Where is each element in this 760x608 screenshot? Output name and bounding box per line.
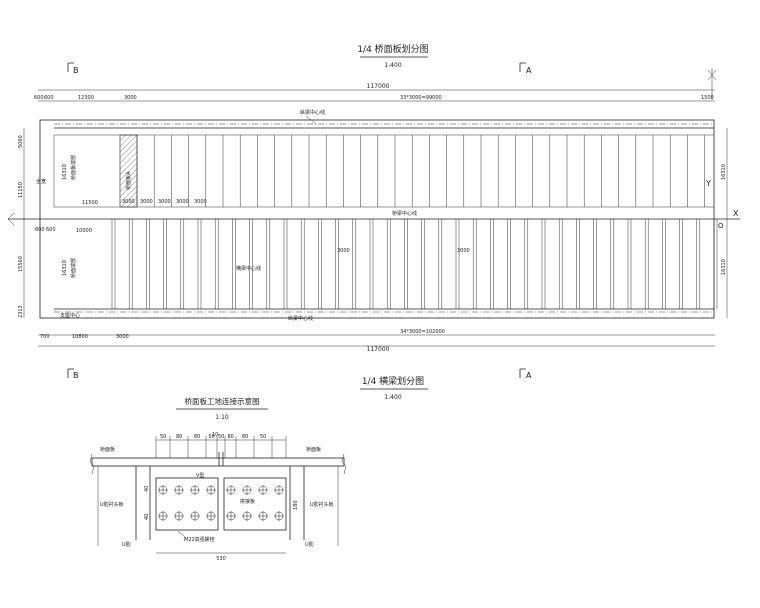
break-line-right — [341, 453, 347, 475]
label-panel-end: 桥面板端部 — [70, 155, 77, 180]
detail-vdim-1: 40 — [144, 486, 150, 492]
panel-width-4: 3000 — [176, 199, 189, 205]
top-dim-33x3000: 33*3000=99000 — [400, 95, 442, 101]
left-axis-arrow-icon — [7, 212, 15, 226]
mid-dim-3000a: 3000 — [337, 248, 350, 254]
detail-dim-value: 80 — [194, 434, 200, 440]
section-marker-a-top — [519, 62, 526, 72]
label-cross-beam-center: 横梁中心线 — [236, 265, 261, 272]
label-full-width: 全宽 — [36, 178, 46, 185]
section-marker-b-bottom — [67, 368, 74, 378]
inner-dim-16310a: 16310 — [62, 164, 68, 180]
label-deck-end: 桥面端部 — [70, 258, 77, 278]
section-label-b-top: B — [73, 66, 79, 75]
panel-a-hatched — [119, 134, 138, 208]
detail-width: 530 — [216, 556, 226, 562]
label-u-rib-right: U肋 — [305, 541, 314, 548]
splice-plate-right — [223, 477, 287, 531]
lower-panel-grid — [111, 219, 718, 309]
label-weld: V型 — [196, 472, 204, 479]
label-deck-right: 桥面板 — [306, 446, 321, 453]
section-label-a-bottom: A — [526, 371, 532, 380]
detail-gap: 10 — [212, 432, 218, 438]
label-support-center: 支座中心 — [60, 312, 80, 319]
bolt-pattern — [158, 485, 284, 521]
overall-length-bottom: 117000 — [367, 346, 390, 353]
detail-dim-value: 50 — [209, 434, 215, 440]
inner-dim-600a: 600 — [35, 227, 45, 233]
label-splice-plate: 拼接板 — [240, 498, 255, 505]
label-centerline-bottom: 纵梁中心线 — [288, 315, 313, 322]
label-bolt: M22高强螺栓 — [184, 536, 215, 543]
label-centerline-top: 纵梁中心线 — [300, 109, 325, 116]
bottom-dim-700: 700 — [40, 334, 50, 340]
section-marker-b-top — [67, 62, 74, 72]
inner-dim-10000: 10000 — [76, 228, 92, 234]
break-line-left — [89, 453, 95, 475]
x-axis-label: X — [733, 209, 739, 218]
section-label-a-top: A — [526, 66, 532, 75]
label-panel-a: 桥面板A — [125, 171, 132, 190]
detail-dim-value: 80 — [242, 434, 248, 440]
detail-dim-value: 50 — [260, 434, 266, 440]
upper-panel-grid — [53, 134, 714, 208]
panel-width-5: 3000 — [194, 199, 207, 205]
detail-vdim-2: 40 — [144, 514, 150, 520]
y-axis-label: Y — [705, 179, 711, 188]
top-plan-scale: 1:400 — [384, 62, 401, 69]
north-arrow-icon — [707, 68, 717, 100]
panel-width-3: 3000 — [158, 199, 171, 205]
deck-plate — [91, 457, 345, 467]
top-plan-title: 1/4 桥面板划分图 — [357, 43, 428, 55]
detail-dim-value: 50 — [160, 434, 166, 440]
panel-width-1: 3000 — [122, 199, 135, 205]
origin-label: O — [718, 222, 724, 230]
label-deck-left: 桥面板 — [100, 446, 115, 453]
splice-plate-left — [155, 477, 219, 531]
detail-dim-value: 80 — [176, 434, 182, 440]
top-dim-600b: 600 — [44, 95, 54, 101]
left-dim-11150: 11150 — [18, 182, 24, 198]
inner-dim-600b: 600 — [46, 227, 56, 233]
label-bridge-centerline: 桥梁中心线 — [392, 210, 417, 217]
inner-dim-16310b: 16310 — [62, 260, 68, 276]
top-dim-600a: 600 — [34, 95, 44, 101]
left-dim-15560: 15560 — [18, 256, 24, 272]
detail-title: 桥面板工地连接示意图 — [185, 396, 260, 406]
beam-plan-scale: 1:400 — [384, 394, 401, 401]
top-dim-3000: 3000 — [124, 95, 137, 101]
left-dim-2313: 2313 — [18, 305, 24, 318]
top-dim-1500: 1500 — [701, 95, 714, 101]
bottom-dim-10800: 10800 — [72, 334, 88, 340]
right-dim-16310b: 16310 — [721, 259, 727, 275]
panel-width-2: 3000 — [140, 199, 153, 205]
bottom-dim-3000: 3000 — [116, 334, 129, 340]
detail-dim-value: 50 — [218, 434, 224, 440]
detail-height: 180 — [293, 500, 299, 510]
mid-dim-3000b: 3000 — [457, 248, 470, 254]
beam-plan-title: 1/4 横梁划分图 — [362, 375, 424, 387]
label-u-rib-left: U肋 — [122, 541, 131, 548]
section-label-b-bottom: B — [73, 371, 79, 380]
overall-length-top: 117000 — [367, 83, 390, 90]
inner-dim-11500: 11500 — [82, 200, 98, 206]
label-u-rib-plate-left: U肋衬头板 — [100, 501, 124, 508]
top-dim-12300: 12300 — [78, 95, 94, 101]
left-dim-5060: 5060 — [18, 135, 24, 148]
detail-dim-value: 80 — [228, 434, 234, 440]
bottom-dim-34x3000: 34*3000=102000 — [400, 329, 445, 335]
right-dim-16310a: 16310 — [721, 164, 727, 180]
label-u-rib-plate-right: U肋衬头板 — [310, 501, 334, 508]
section-marker-a-bottom — [519, 368, 526, 378]
detail-scale: 1:10 — [215, 414, 229, 421]
